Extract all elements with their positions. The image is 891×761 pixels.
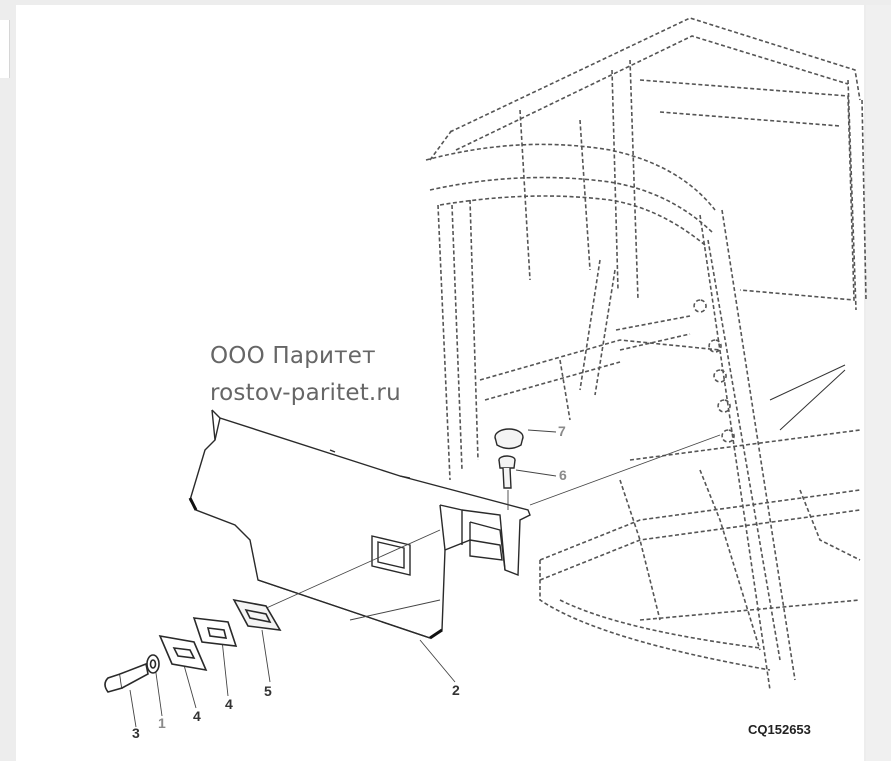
gasket-part-5 bbox=[232, 598, 282, 631]
callout-2: 2 bbox=[452, 682, 460, 698]
callout-5: 5 bbox=[264, 683, 272, 699]
callout-7: 7 bbox=[558, 423, 566, 439]
knob-part-7 bbox=[494, 428, 524, 450]
callout-1: 1 bbox=[158, 715, 166, 731]
plate-part-4a bbox=[192, 617, 238, 647]
callout-6: 6 bbox=[559, 467, 567, 483]
scrollbar[interactable] bbox=[866, 5, 891, 761]
leader-lines bbox=[129, 429, 721, 728]
drawing-code: CQ152653 bbox=[748, 722, 811, 737]
side-panel-edge bbox=[0, 20, 10, 78]
washer-part-1 bbox=[146, 654, 160, 674]
cab-frame-phantom bbox=[425, 17, 867, 691]
panel-part-2 bbox=[189, 409, 531, 639]
diagram-canvas bbox=[16, 5, 864, 761]
bolt-part-6 bbox=[498, 455, 516, 489]
callout-3: 3 bbox=[132, 725, 140, 741]
watermark-url: rostov-paritet.ru bbox=[210, 380, 401, 406]
callout-4b: 4 bbox=[225, 696, 233, 712]
pointer-arrows bbox=[769, 364, 846, 431]
callout-4a: 4 bbox=[193, 708, 201, 724]
bolt-part-3 bbox=[104, 662, 149, 693]
watermark-company: ООО Паритет bbox=[210, 343, 376, 369]
plate-part-4b bbox=[158, 634, 208, 672]
